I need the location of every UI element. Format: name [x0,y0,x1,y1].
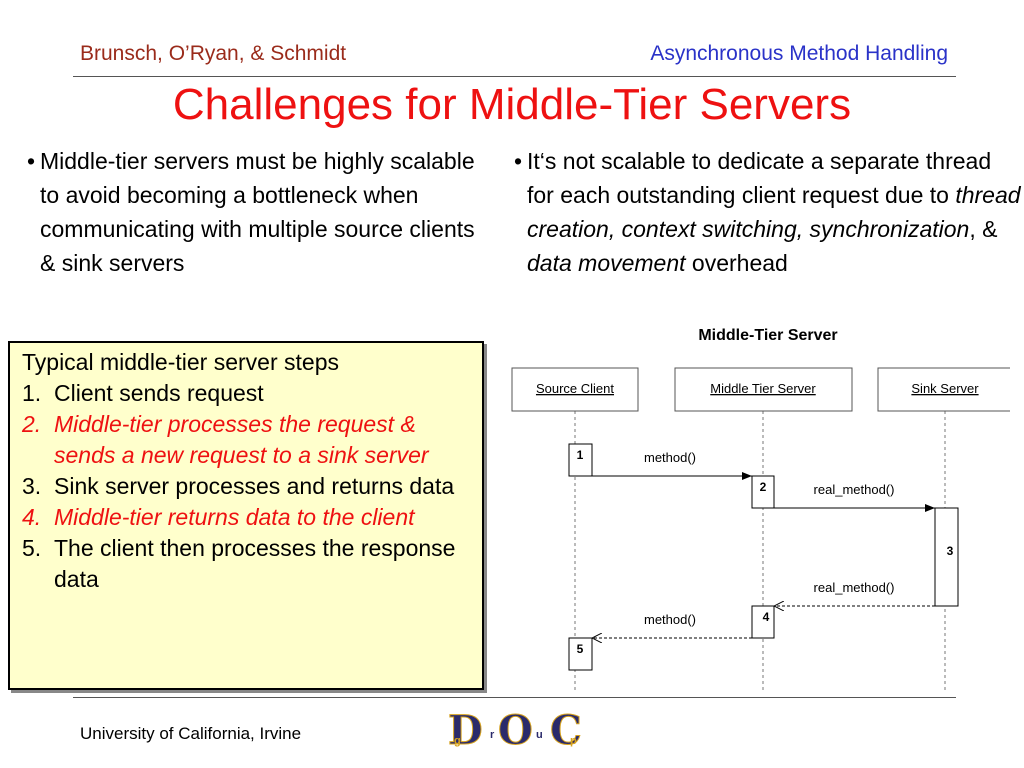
activation-3: 3 [934,507,959,607]
actor-label: Source Client [536,381,614,396]
message-1: method() [592,450,752,480]
step-item: 1. Client sends request [22,378,482,409]
actor-label: Middle Tier Server [710,381,816,396]
slide-title: Challenges for Middle-Tier Servers [172,80,852,129]
logo-letter-o: O [498,708,533,750]
step-text: Sink server processes and returns data [54,473,455,499]
header-divider [73,76,956,77]
header-authors: Brunsch, O’Ryan, & Schmidt [80,42,347,65]
actor-source-client: Source Client [511,367,639,412]
right-bullet-text-3: overhead [685,250,788,276]
logo-letter-c: C [550,708,582,750]
logo-small-u: u [536,729,543,741]
right-bullet-text-2: , & [969,216,998,242]
step-item: 5. The client then processes the response… [22,533,482,595]
right-bullet-italic-1: thread creation, context switching, sync… [527,182,1021,242]
header-topic: Asynchronous Method Handling [650,42,948,65]
logo-letter-d: D [448,708,483,750]
actor-middle-tier-server: Middle Tier Server [674,367,853,412]
right-bullet: • It‘s not scalable to dedicate a separa… [514,144,1021,280]
activation-label: 1 [577,448,584,462]
message-label: real_method() [814,580,895,595]
bullet-marker: • [514,148,523,174]
message-label: method() [644,450,696,465]
step-text: Client sends request [54,380,264,406]
activation-1: 1 [568,443,593,477]
step-text: Middle-tier returns data to the client [54,504,415,530]
step-number: 1. [22,380,42,406]
right-bullet-italic-2: data movement [527,250,686,276]
message-4: method() [592,612,752,638]
logo-small-r: r [490,729,495,741]
doc-group-logo: D O C g r u p [448,708,583,750]
message-3: real_method() [774,580,935,606]
left-bullet: • Middle-tier servers must be highly sca… [27,144,480,280]
activation-label: 2 [760,480,767,494]
activation-2: 2 [751,475,775,509]
bullet-marker: • [27,148,36,174]
activation-label: 4 [763,610,770,624]
diagram-title: Middle-Tier Server [698,327,837,344]
sequence-diagram: Middle-Tier Server Source Client Middle … [511,327,1010,690]
activation-label: 5 [577,642,584,656]
step-item: 2. Middle-tier processes the request & se… [22,409,482,471]
step-number: 3. [22,473,42,499]
step-number: 4. [22,504,42,530]
actor-sink-server: Sink Server [877,367,1010,412]
message-label: real_method() [814,482,895,497]
message-2: real_method() [774,482,935,512]
activation-4: 4 [751,605,775,639]
activation-label: 3 [947,544,954,558]
actor-label: Sink Server [911,381,979,396]
steps-list: 1. Client sends request 2. Middle-tier proc… [22,378,482,595]
steps-box: Typical middle-tier server steps 1. Clien… [8,341,484,690]
message-label: method() [644,612,696,627]
step-text: Middle-tier processes the request & send… [54,411,429,468]
activation-5: 5 [568,637,593,671]
logo-small-p: p [570,735,577,747]
step-text: The client then processes the response d… [54,535,456,592]
logo-small-g: g [454,735,461,747]
right-bullet-text-1: It‘s not scalable to dedicate a separate… [527,148,992,208]
left-bullet-text: Middle-tier servers must be highly scala… [40,148,475,276]
step-item: 3. Sink server processes and returns data [22,471,482,502]
step-number: 2. [22,411,42,437]
footer-divider [73,697,956,698]
steps-box-title: Typical middle-tier server steps [22,349,339,375]
step-number: 5. [22,535,42,561]
footer-university: University of California, Irvine [80,724,302,743]
step-item: 4. Middle-tier returns data to the client [22,502,482,533]
